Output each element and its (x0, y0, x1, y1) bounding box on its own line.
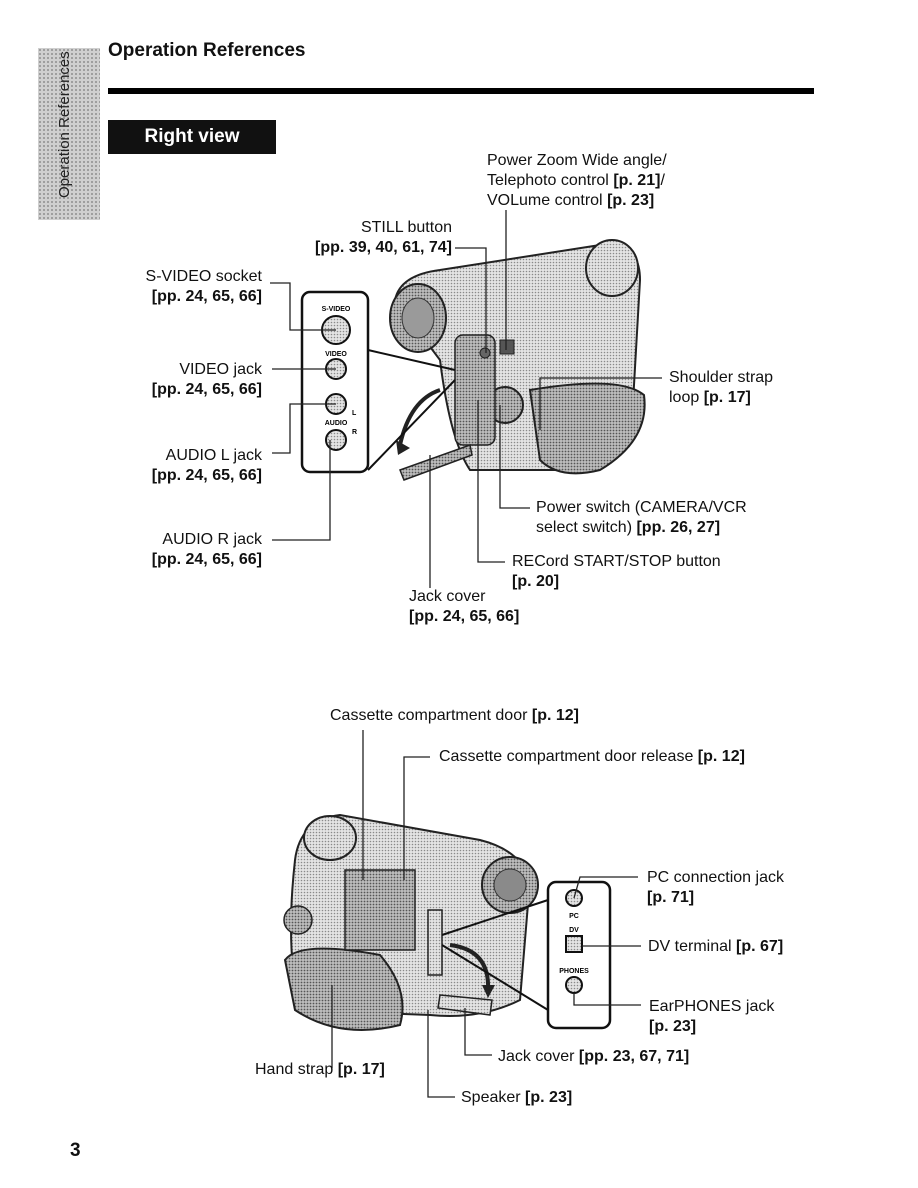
label-pc-jack: PC connection jack [p. 71] (647, 869, 784, 906)
svg-text:VIDEO: VIDEO (325, 351, 347, 358)
leader-lines-top (270, 210, 662, 588)
label-shoulder-strap: Shoulder strap loop [p. 17] (669, 369, 774, 406)
header-rule (108, 88, 814, 94)
label-power-switch: Power switch (CAMERA/VCR select switch) … (536, 499, 747, 536)
label-earphones-jack: EarPHONES jack [p. 23] (649, 998, 775, 1035)
section-title: Right view (108, 120, 276, 154)
leader-lines-bottom (331, 730, 641, 1098)
label-speaker: Speaker [p. 23] (461, 1089, 573, 1106)
page-header: Operation References (108, 40, 306, 61)
side-tab: Operation References (38, 48, 100, 220)
camera-left-view (283, 813, 539, 1031)
svg-text:R: R (352, 429, 357, 436)
label-cassette-door: Cassette compartment door [p. 12] (330, 707, 579, 724)
label-svideo-socket: S-VIDEO socket [pp. 24, 65, 66] (145, 268, 262, 305)
label-audio-l-jack: AUDIO L jack [pp. 24, 65, 66] (151, 447, 262, 484)
svg-text:AUDIO: AUDIO (325, 420, 348, 427)
label-jack-cover-bottom: Jack cover [pp. 23, 67, 71] (498, 1048, 690, 1065)
label-video-jack: VIDEO jack [pp. 24, 65, 66] (151, 361, 262, 398)
jack-panel-top: S-VIDEO VIDEO AUDIO L R (300, 290, 456, 474)
label-dv-terminal: DV terminal [p. 67] (648, 938, 784, 955)
label-still-button: STILL button [pp. 39, 40, 61, 74] (315, 219, 452, 256)
label-record-button: RECord START/STOP button [p. 20] (512, 553, 721, 590)
label-audio-r-jack: AUDIO R jack [pp. 24, 65, 66] (151, 531, 262, 568)
svg-text:PHONES: PHONES (559, 968, 589, 975)
svg-text:DV: DV (569, 927, 579, 934)
label-hand-strap: Hand strap [p. 17] (255, 1061, 385, 1078)
page-number: 3 (70, 1140, 81, 1161)
svg-text:S-VIDEO: S-VIDEO (322, 306, 351, 313)
label-power-zoom: Power Zoom Wide angle/ Telephoto control… (487, 152, 667, 209)
label-cassette-release: Cassette compartment door release [p. 12… (439, 748, 745, 765)
label-jack-cover-top: Jack cover [pp. 24, 65, 66] (409, 588, 520, 625)
camera-right-view (389, 239, 646, 481)
svg-text:L: L (352, 410, 357, 417)
svg-text:PC: PC (569, 913, 579, 920)
